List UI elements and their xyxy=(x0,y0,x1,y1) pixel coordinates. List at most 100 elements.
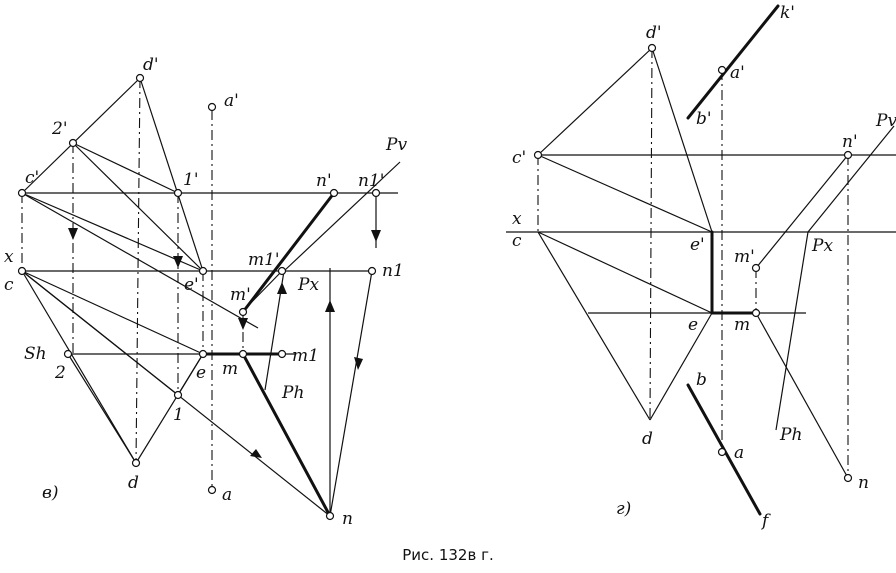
right-figure: d' k' a' b' c' n' Pv x c e' m' Px e m b … xyxy=(506,3,896,531)
proj-d-r xyxy=(649,47,653,421)
line-bprime-kprime xyxy=(686,4,780,120)
point-m-r xyxy=(751,308,761,318)
label-m: m xyxy=(222,359,238,379)
label-aprime: a' xyxy=(224,91,239,111)
point-2 xyxy=(63,349,73,359)
edge-cprime-dprime xyxy=(21,77,141,194)
label-a-r: a xyxy=(734,443,744,463)
label-sh: Sh xyxy=(24,344,47,364)
label-px-r: Px xyxy=(811,236,833,256)
label-px: Px xyxy=(297,275,319,295)
arrow-up-n xyxy=(325,300,335,312)
label-a: a xyxy=(222,485,232,505)
point-2prime xyxy=(68,138,78,148)
point-1prime xyxy=(173,188,183,198)
point-n-r xyxy=(843,473,853,483)
label-n1prime: n1' xyxy=(358,171,384,191)
label-mprime-r: m' xyxy=(734,247,755,267)
arrow-up-m1 xyxy=(277,282,287,294)
arrow-c-n xyxy=(250,449,262,458)
edge-dprime-eprime xyxy=(139,77,204,272)
ph-trace-r xyxy=(775,231,809,431)
edge-c-d xyxy=(21,270,137,464)
label-aprime-r: a' xyxy=(730,63,745,83)
label-n-r: n xyxy=(858,473,869,493)
label-m-r: m xyxy=(734,315,750,335)
label-1prime: 1' xyxy=(183,170,199,190)
label-m1: m1 xyxy=(292,346,319,366)
edge-d-e-r xyxy=(649,312,713,421)
label-eprime: e' xyxy=(184,275,199,295)
point-a xyxy=(207,485,217,495)
label-x: x xyxy=(4,247,14,267)
label-c-r: c xyxy=(512,231,522,251)
arrow-down-m xyxy=(238,318,248,330)
point-cprime xyxy=(17,188,27,198)
point-e xyxy=(198,349,208,359)
label-1: 1 xyxy=(173,405,184,425)
label-cprime: c' xyxy=(25,168,39,188)
label-dprime-r: d' xyxy=(646,23,662,43)
n1-n-line xyxy=(329,270,373,517)
label-f-r: f xyxy=(760,511,771,531)
label-bprime-r: b' xyxy=(696,109,712,129)
pv-trace-r xyxy=(807,125,895,233)
label-b-r: b xyxy=(696,370,707,390)
label-m1prime: m1' xyxy=(248,250,280,270)
edge-cprime-eprime-r xyxy=(537,154,713,233)
nprime-mprime-r xyxy=(755,154,849,269)
label-e: e xyxy=(196,363,206,383)
left-figure: d' 2' c' 1' a' n' n1' Pv x c e' m1' Px n… xyxy=(4,55,407,529)
label-nprime: n' xyxy=(316,171,332,191)
label-n1: n1 xyxy=(382,261,404,281)
label-eprime-r: e' xyxy=(690,235,705,255)
label-nprime-r: n' xyxy=(842,132,858,152)
point-cprime-r xyxy=(533,150,543,160)
edge-cprime-eprime xyxy=(21,192,204,272)
line-1-e xyxy=(177,353,204,396)
label-2prime: 2' xyxy=(51,119,68,139)
point-nprime-r xyxy=(843,150,853,160)
point-n xyxy=(325,511,335,521)
label-pv: Pv xyxy=(385,135,407,155)
point-mprime-r xyxy=(751,263,761,273)
label-ph-r: Ph xyxy=(779,425,802,445)
label-kprime-r: k' xyxy=(780,3,795,23)
line-m-n xyxy=(241,352,332,518)
point-m1 xyxy=(277,349,287,359)
point-nprime xyxy=(329,188,339,198)
edge-cprime-dprime-r xyxy=(537,47,653,156)
label-2: 2 xyxy=(54,363,66,383)
edge-dprime-eprime-r xyxy=(651,47,713,233)
edge-c-d-r xyxy=(537,231,651,421)
label-cprime-r: c' xyxy=(512,148,526,168)
figure-label-v: в) xyxy=(42,483,59,503)
label-c: c xyxy=(4,275,14,295)
label-x-r: x xyxy=(512,209,522,229)
label-mprime: m' xyxy=(230,285,251,305)
label-n: n xyxy=(342,509,353,529)
point-aprime-r xyxy=(717,65,727,75)
m-n-r xyxy=(755,312,849,479)
proj-d xyxy=(135,77,141,464)
pv-trace xyxy=(283,161,401,272)
point-a-r xyxy=(717,447,727,457)
figure-caption: Рис. 132в г. xyxy=(402,546,493,564)
point-1 xyxy=(173,390,183,400)
label-pv-r: Pv xyxy=(875,111,896,131)
point-eprime xyxy=(198,266,208,276)
arrow-down-n1 xyxy=(371,230,381,242)
line-cprime-mprime xyxy=(21,192,259,329)
point-dprime xyxy=(135,73,145,83)
point-c xyxy=(17,266,27,276)
line-2prime-eprime xyxy=(72,142,204,272)
point-dprime-r xyxy=(647,43,657,53)
label-e-r: e xyxy=(688,315,698,335)
line-2prime-1prime xyxy=(72,142,179,194)
point-n1prime xyxy=(371,188,381,198)
label-ph: Ph xyxy=(281,383,304,403)
arrow-down-1 xyxy=(173,256,183,268)
edge-c-e-r xyxy=(537,231,713,314)
